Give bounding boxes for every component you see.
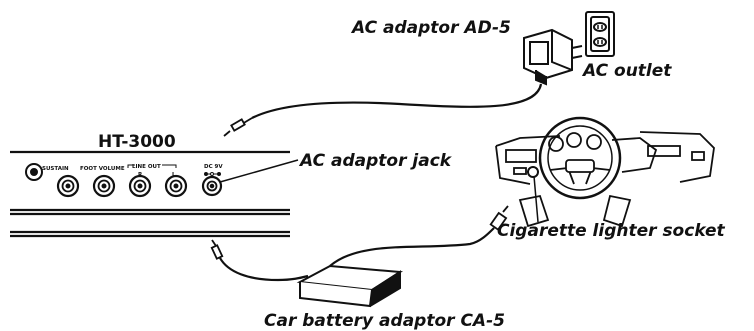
foot-volume-jack-icon: [56, 174, 80, 198]
label-ac-adaptor: AC adaptor AD-5: [350, 18, 511, 38]
ht3000-unit: [10, 150, 290, 238]
label-car-battery-adaptor: Car battery adaptor CA-5: [264, 311, 505, 331]
panel-label-dc: DC 9V: [204, 164, 223, 170]
line-out-jack-icon: [92, 174, 116, 198]
car-dashboard-icon: [495, 116, 715, 228]
panel-label-line-out-l: L: [172, 172, 176, 178]
cigarette-plug-icon: [489, 205, 509, 231]
label-model: HT-3000: [98, 132, 176, 152]
panel-label-foot-volume: FOOT VOLUME: [80, 166, 125, 172]
cigarette-lighter-leader: [533, 175, 539, 223]
ac-outlet-icon: [585, 11, 615, 57]
ac-adaptor-jack-leader: [219, 159, 299, 183]
ac-adaptor-icon: [523, 28, 583, 86]
ac-adaptor-cable: [251, 83, 543, 119]
polarity-symbol-icon: [204, 172, 221, 176]
dc-jack-icon: [201, 175, 223, 197]
panel-label-line-out: LINE OUT: [132, 164, 161, 170]
sustain-jack-icon: [25, 163, 43, 181]
line-out-l-jack-icon: [164, 174, 188, 198]
car-adaptor-cable-left: [219, 257, 309, 282]
line-out-r-jack-icon: [128, 174, 152, 198]
panel-label-sustain: SUSTAIN: [42, 166, 69, 172]
car-adaptor-cable-right: [329, 227, 495, 267]
label-ac-outlet: AC outlet: [581, 61, 672, 81]
label-ac-adaptor-jack: AC adaptor jack: [298, 151, 453, 171]
ht-side-plug: [210, 239, 224, 260]
car-battery-adaptor-box-icon: [296, 264, 404, 308]
label-cigarette-lighter-socket: Cigarette lighter socket: [497, 221, 726, 241]
ac-adaptor-plug: [223, 117, 253, 137]
